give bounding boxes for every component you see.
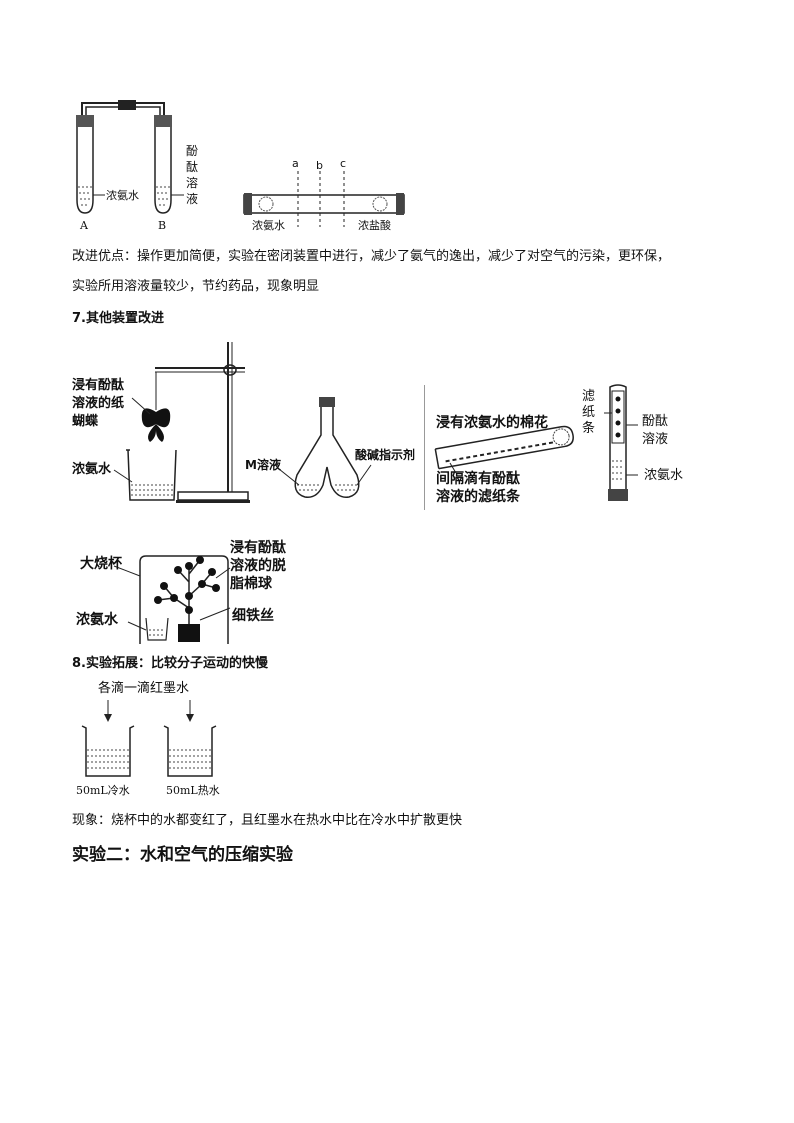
label-red-ink: 各滴一滴红墨水 [98,681,190,696]
figure-cotton-tube: 浸有浓氨水的棉花 间隔滴有酚酞 溶液的滤纸条 [424,385,584,510]
label-phenolphthalein: 酚酞溶液 [642,414,669,447]
label-phenolphthalein: 酚酞溶液 [186,144,199,206]
figure-horizontal-tube: a b c 浓氨水 浓盐酸 [240,155,420,235]
section-8-title: 8.实验拓展：比较分子运动的快慢 [72,656,268,671]
label-cold-water: 50mL冷水 [76,784,130,797]
label-hcl: 浓盐酸 [358,219,391,232]
label-ammonia: 浓氨水 [252,219,285,232]
label-ammonia: 浓氨水 [106,189,139,202]
two-test-tubes-diagram [76,100,184,214]
label-iron-wire: 细铁丝 [232,608,274,624]
label-m-solution: M溶液 [245,458,281,472]
two-beakers-diagram [81,700,217,777]
horizontal-tube-diagram [243,171,405,227]
label-ammonia: 浓氨水 [644,468,684,483]
advantage-line-2: 实验所用溶液量较少，节约药品，现象明显 [72,279,320,294]
phenomenon-text: 现象：烧杯中的水都变红了，且红墨水在热水中比在冷水中扩散更快 [72,813,463,828]
y-tube-diagram [278,397,372,498]
figure-y-tube: M溶液 酸碱指示剂 [245,395,415,505]
label-butterfly-line-2: 溶液的纸 [72,396,125,411]
label-a: a [292,157,299,170]
vertical-tube-diagram [604,384,638,501]
large-beaker-diagram [113,555,231,644]
label-c: c [340,157,347,170]
label-balls-line-1: 浸有酚酞 [230,540,286,556]
label-balls-line-3: 脂棉球 [230,576,272,592]
figure-two-test-tubes: 浓氨水 酚酞溶液 A B [60,95,230,240]
label-strip-line-1: 间隔滴有酚酞 [436,471,520,487]
label-b: b [316,159,323,172]
label-butterfly-line-3: 蝴蝶 [72,414,99,429]
label-indicator: 酸碱指示剂 [355,448,416,462]
label-cotton: 浸有浓氨水的棉花 [436,415,548,431]
figure-vertical-tube: 滤纸条 酚酞溶液 浓氨水 [576,384,716,510]
experiment-2-heading: 实验二：水和空气的压缩实验 [72,845,293,865]
label-ammonia: 浓氨水 [72,462,112,477]
cotton-tube-diagram [434,425,574,474]
label-ammonia: 浓氨水 [76,612,118,628]
advantage-line-1: 改进优点：操作更加简便，实验在密闭装置中进行，减少了氨气的逸出，减少了对空气的污… [72,249,671,264]
butterfly-stand-diagram [113,342,250,503]
label-large-beaker: 大烧杯 [80,556,122,572]
divider [424,385,425,510]
label-butterfly-line-1: 浸有酚酞 [72,378,125,393]
label-hot-water: 50mL热水 [166,784,220,797]
label-tube-b: B [158,219,167,232]
figure-two-beakers: 各滴一滴红墨水 50mL冷水 50mL热水 [70,680,250,805]
label-tube-a: A [80,219,88,232]
figure-large-beaker: 大烧杯 浸有酚酞 溶液的脱 脂棉球 细铁丝 浓氨水 [74,538,314,648]
label-balls-line-2: 溶液的脱 [230,558,286,574]
label-strip-line-2: 溶液的滤纸条 [436,489,520,505]
section-7-title: 7.其他装置改进 [72,311,164,326]
figure-butterfly-stand: 浸有酚酞 溶液的纸 蝴蝶 浓氨水 [70,340,260,510]
label-filter-strip: 滤纸条 [582,389,596,436]
